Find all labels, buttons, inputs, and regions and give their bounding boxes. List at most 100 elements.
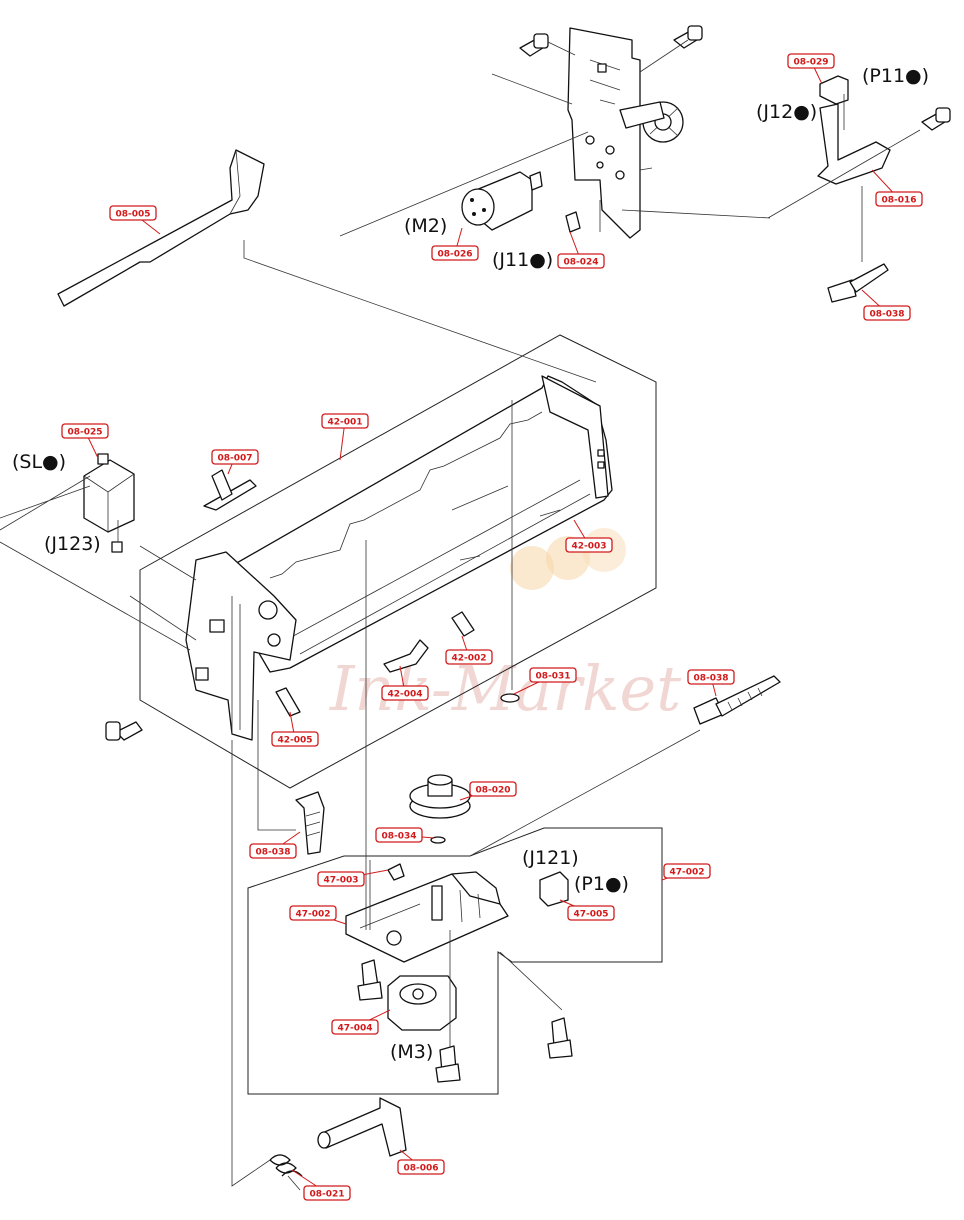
- callout-08-025: 08-025: [61, 423, 109, 459]
- callout-08-026: 08-026: [431, 227, 479, 261]
- callout-part-number: 42-002: [451, 654, 486, 664]
- callout-47-004: 47-004: [331, 1009, 391, 1035]
- callout-08-021: 08-021: [291, 1169, 351, 1201]
- callout-box: [271, 731, 319, 747]
- screw-08-038-upper: [827, 263, 889, 303]
- callout-42-003: 42-003: [565, 519, 613, 553]
- screw-top-right: [673, 25, 703, 49]
- connector-label-p16: (P1●): [574, 873, 629, 895]
- screw-08-038-right: [693, 675, 781, 725]
- arm-08-005: [57, 149, 265, 307]
- callout-tags: 08-005 08-026 08-024 08-029 08-016 08-038 08-0…: [61, 53, 923, 1201]
- callout-box: [663, 863, 711, 879]
- part-42-002: [451, 611, 475, 637]
- callout-47-002: 47-002: [661, 863, 711, 881]
- callout-box: [289, 905, 337, 921]
- callout-part-number: 08-038: [693, 674, 728, 684]
- screw-far-right: [921, 107, 951, 131]
- callout-box: [787, 53, 835, 69]
- washer-08-031: [500, 693, 520, 703]
- connector-label-j120: (J12●): [756, 101, 817, 123]
- callout-part-number: 42-001: [327, 418, 362, 428]
- callout-47-005: 47-005: [559, 899, 615, 921]
- projection-lines: [231, 240, 701, 1191]
- connector-label-m2: (M2): [404, 215, 447, 237]
- callout-part-number: 42-005: [277, 736, 312, 746]
- callout-part-number: 08-025: [67, 428, 102, 438]
- callout-part-number: 08-034: [381, 832, 416, 842]
- callout-box: [567, 905, 615, 921]
- callout-part-number: 42-004: [387, 690, 422, 700]
- screw-08-038-left: [295, 791, 325, 855]
- callout-box: [317, 871, 365, 887]
- callout-part-number: 08-038: [255, 848, 290, 858]
- connector-label-j123: (J123): [44, 533, 101, 555]
- washer-08-034: [430, 836, 446, 844]
- callout-08-005: 08-005: [109, 205, 161, 235]
- callout-08-031: 08-031: [513, 667, 577, 695]
- part-42-005: [275, 687, 301, 717]
- callout-part-number: 08-020: [475, 786, 510, 796]
- callout-part-number: 08-021: [309, 1190, 344, 1200]
- callout-42-005: 42-005: [271, 711, 319, 747]
- callout-box: [687, 669, 735, 685]
- gear-plate-assembly: [339, 25, 951, 303]
- callout-part-number: 47-002: [669, 868, 704, 878]
- callout-08-034: 08-034: [375, 827, 435, 843]
- callout-42-002: 42-002: [445, 635, 493, 665]
- callout-box: [469, 781, 517, 797]
- callout-42-004: 42-004: [381, 665, 429, 701]
- callout-box: [61, 423, 109, 439]
- callout-42-001: 42-001: [321, 413, 369, 461]
- connector-label-j121: (J121): [522, 847, 579, 869]
- callout-box: [303, 1185, 351, 1201]
- callout-box: [445, 649, 493, 665]
- callout-47-003: 47-003: [317, 869, 389, 887]
- main-frame-42-001: [185, 375, 613, 741]
- callout-part-number: 47-005: [573, 910, 608, 920]
- callout-box: [321, 413, 369, 429]
- gear-08-020: [409, 774, 471, 819]
- lever-08-007: [203, 469, 257, 511]
- callout-08-029: 08-029: [787, 53, 835, 85]
- callout-part-number: 47-003: [323, 876, 358, 886]
- bracket-08-016: [817, 103, 891, 185]
- callout-part-number: 08-031: [535, 672, 570, 682]
- part-42-004: [383, 639, 429, 673]
- callout-box: [375, 827, 423, 843]
- callout-box: [557, 253, 605, 269]
- callout-box: [863, 305, 911, 321]
- connector-label-j119: (J11●): [492, 249, 553, 271]
- motor-m2: [461, 171, 543, 231]
- callout-box: [211, 449, 259, 465]
- callout-part-number: 08-038: [869, 310, 904, 320]
- callout-08-007: 08-007: [211, 449, 259, 475]
- callout-part-number: 08-007: [217, 454, 252, 464]
- callout-part-number: 08-005: [115, 210, 150, 220]
- callout-08-038: 08-038: [687, 669, 735, 697]
- callout-box: [875, 191, 923, 207]
- callout-part-number: 47-004: [337, 1024, 372, 1034]
- callout-08-006: 08-006: [397, 1149, 445, 1175]
- lever-08-006: [317, 1097, 407, 1157]
- callout-box: [249, 843, 297, 859]
- callout-part-number: 08-016: [881, 196, 916, 206]
- callout-part-number: 08-006: [403, 1164, 438, 1174]
- callout-box: [381, 685, 429, 701]
- callout-box: [431, 245, 479, 261]
- connector-08-029: [819, 75, 849, 105]
- callout-box: [565, 537, 613, 553]
- callout-part-number: 08-024: [563, 258, 598, 268]
- solenoid-sl6: [83, 453, 135, 553]
- callout-box: [397, 1159, 445, 1175]
- callout-08-020: 08-020: [459, 781, 517, 801]
- callout-08-024: 08-024: [557, 231, 605, 269]
- callout-part-number: 47-002: [295, 910, 330, 920]
- callout-part-number: 08-029: [793, 58, 828, 68]
- frame-outline-box: [139, 334, 657, 789]
- connector-label-sl6: (SL●): [12, 451, 66, 473]
- callout-part-number: 08-026: [437, 250, 472, 260]
- callout-box: [109, 205, 157, 221]
